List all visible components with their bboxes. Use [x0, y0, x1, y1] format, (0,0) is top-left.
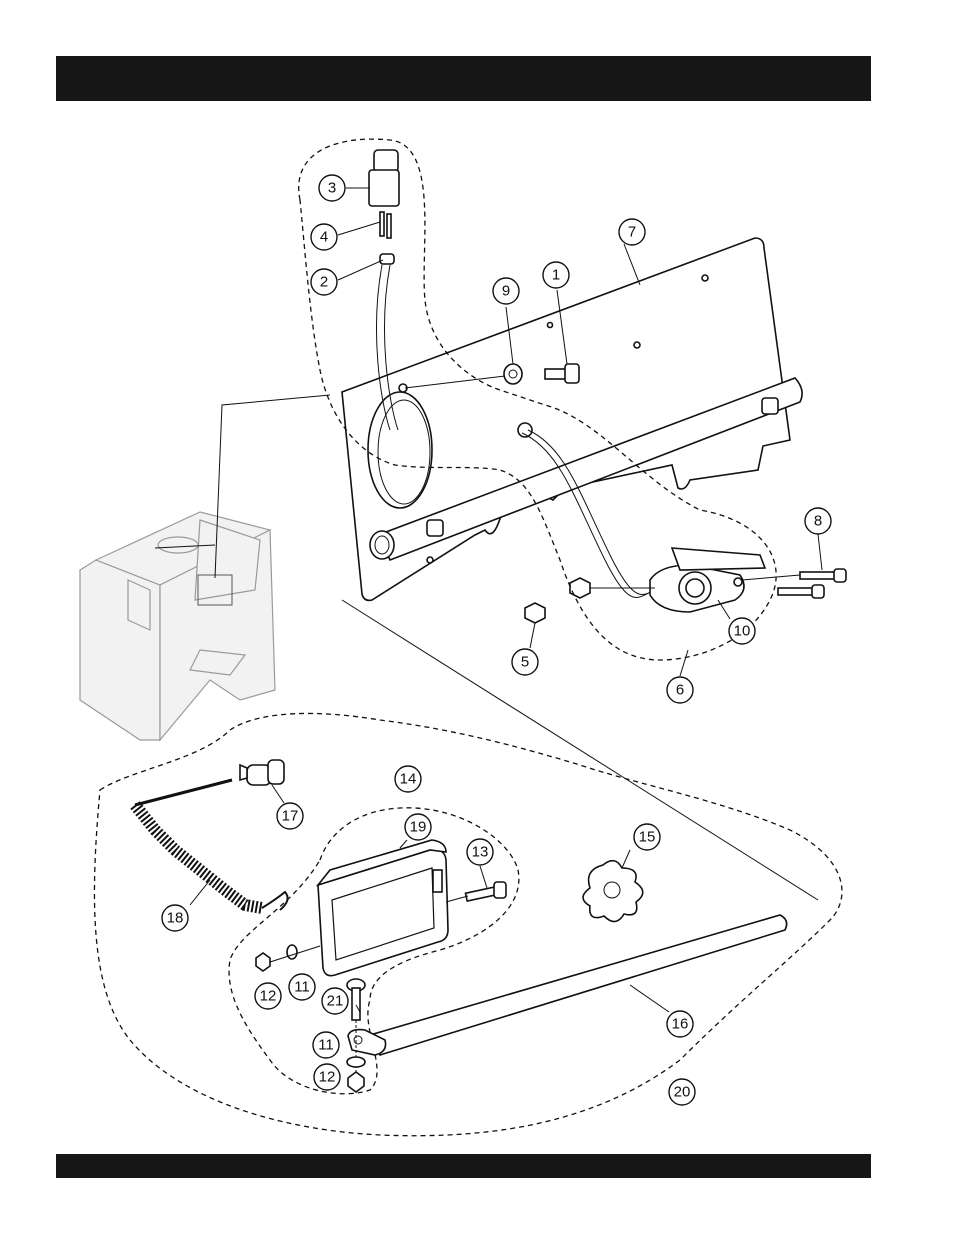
callout-5: 5	[512, 649, 538, 675]
callout-9: 9	[493, 278, 519, 304]
svg-text:8: 8	[814, 513, 822, 530]
callout-11-upper: 11	[289, 974, 315, 1000]
callout-20: 20	[669, 1079, 695, 1105]
callout-3: 3	[319, 175, 345, 201]
pins-4	[380, 212, 391, 238]
callout-21: 21	[322, 988, 348, 1014]
svg-text:4: 4	[320, 229, 328, 246]
knob-15	[583, 861, 643, 922]
nut-5a	[570, 578, 590, 598]
screws-8	[778, 569, 846, 598]
callout-16: 16	[667, 1011, 693, 1037]
coiled-cable-18	[135, 780, 288, 910]
svg-text:21: 21	[327, 993, 344, 1010]
display-19	[318, 840, 448, 976]
svg-text:20: 20	[674, 1084, 691, 1101]
bolt-21	[347, 979, 365, 1020]
svg-text:10: 10	[734, 623, 751, 640]
callout-6: 6	[667, 677, 693, 703]
svg-text:12: 12	[319, 1069, 336, 1086]
svg-text:14: 14	[400, 771, 417, 788]
svg-text:7: 7	[628, 224, 636, 241]
nut-12-lower	[348, 1072, 364, 1092]
callout-10: 10	[729, 618, 755, 644]
callout-18: 18	[162, 905, 188, 931]
callout-15: 15	[634, 824, 660, 850]
svg-text:17: 17	[282, 808, 299, 825]
svg-text:9: 9	[502, 283, 510, 300]
clip-2	[380, 254, 394, 264]
callout-14: 14	[395, 766, 421, 792]
callout-2: 2	[311, 269, 337, 295]
svg-text:13: 13	[472, 844, 489, 861]
callout-11-lower: 11	[313, 1032, 339, 1058]
svg-text:1: 1	[552, 267, 560, 284]
callout-8: 8	[805, 508, 831, 534]
svg-text:6: 6	[676, 682, 684, 699]
svg-text:2: 2	[320, 274, 328, 291]
washer-11-upper	[287, 945, 297, 959]
connector-3	[369, 150, 399, 206]
svg-text:19: 19	[410, 819, 427, 836]
callout-4: 4	[311, 224, 337, 250]
nut-5b	[525, 603, 545, 623]
callout-13: 13	[467, 839, 493, 865]
callout-19: 19	[405, 814, 431, 840]
callout-12-upper: 12	[255, 983, 281, 1009]
svg-text:3: 3	[328, 180, 336, 197]
group-20-boundary	[94, 713, 842, 1135]
callout-12-lower: 12	[314, 1064, 340, 1090]
plug-17	[240, 760, 284, 785]
callout-17: 17	[277, 803, 303, 829]
svg-text:15: 15	[639, 829, 656, 846]
svg-text:12: 12	[260, 988, 277, 1005]
svg-text:5: 5	[521, 654, 529, 671]
callout-1: 1	[543, 262, 569, 288]
svg-text:11: 11	[318, 1037, 334, 1054]
washer-11-lower	[347, 1057, 365, 1067]
svg-text:11: 11	[294, 979, 310, 996]
svg-text:16: 16	[672, 1016, 689, 1033]
nut-12-upper	[256, 953, 270, 971]
machine-frame-illustration	[80, 512, 275, 740]
callout-7: 7	[619, 219, 645, 245]
mounting-plate	[342, 238, 802, 600]
svg-text:18: 18	[167, 910, 184, 927]
washer-9	[504, 364, 522, 384]
